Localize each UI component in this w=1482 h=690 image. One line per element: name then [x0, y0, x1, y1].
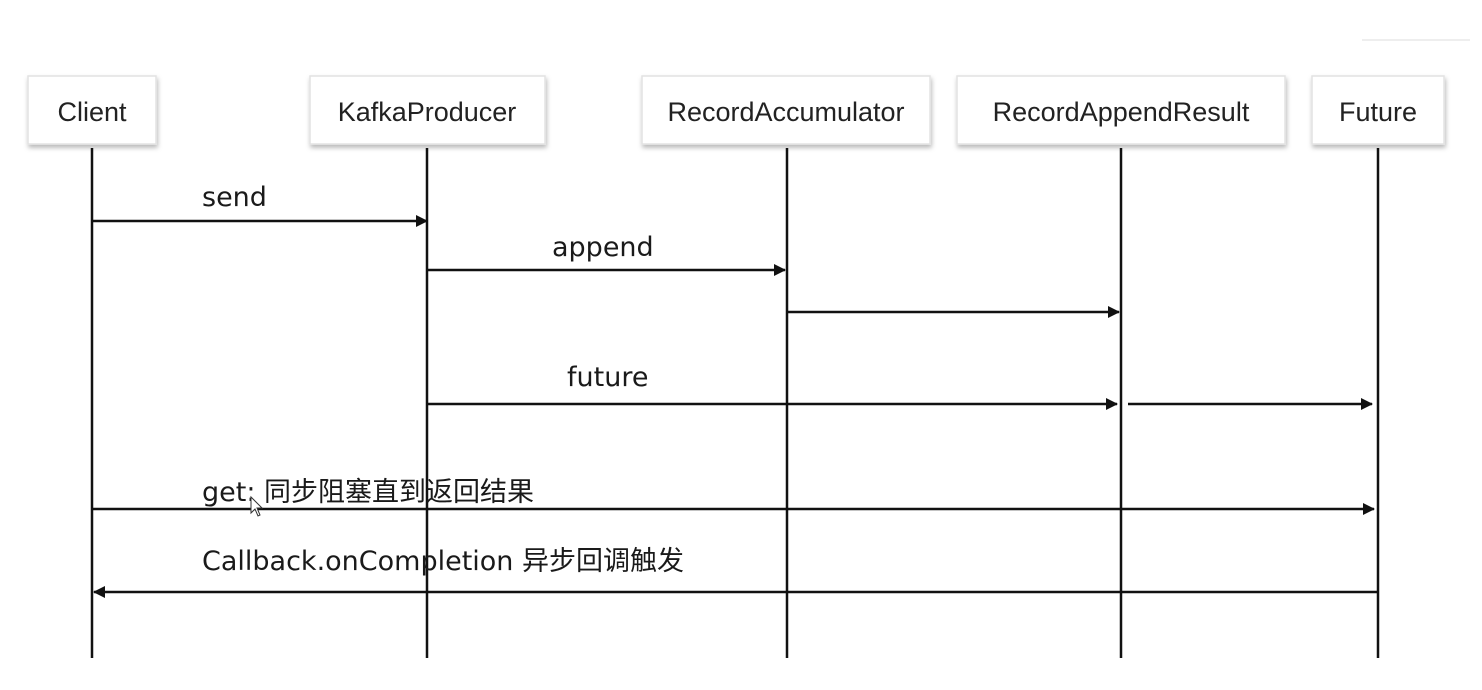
message-send-label: send [202, 182, 267, 213]
participant-record-append-result-label: RecordAppendResult [993, 97, 1250, 127]
participant-record-accumulator-label: RecordAccumulator [667, 97, 904, 127]
participant-record-accumulator: RecordAccumulator [641, 75, 931, 145]
participant-kafka-producer: KafkaProducer [309, 75, 546, 145]
participant-client: Client [27, 75, 157, 145]
participant-future: Future [1311, 75, 1445, 145]
message-future-label: future [567, 362, 648, 393]
participant-future-label: Future [1339, 97, 1417, 127]
message-callback-label: Callback.onCompletion 异步回调触发 [202, 546, 684, 577]
participant-kafka-producer-label: KafkaProducer [338, 97, 517, 127]
participant-client-label: Client [57, 97, 127, 127]
participant-record-append-result: RecordAppendResult [956, 75, 1286, 145]
message-append-label: append [552, 232, 654, 263]
mouse-cursor-icon [250, 495, 264, 517]
